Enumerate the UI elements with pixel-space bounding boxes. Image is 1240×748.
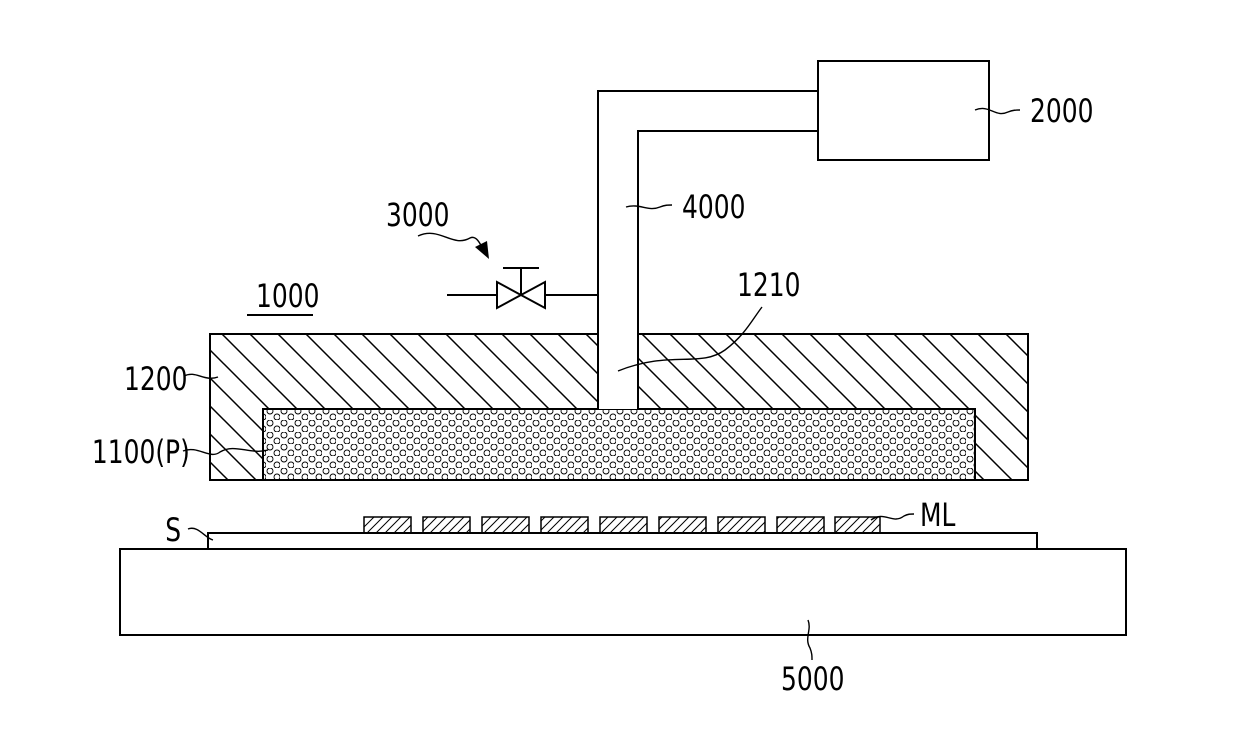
label-1200: 1200 — [124, 360, 188, 398]
mask-segment — [777, 517, 824, 533]
arrow-3000 — [418, 233, 484, 251]
label-ml: ML — [920, 496, 955, 534]
label-2000: 2000 — [1030, 92, 1094, 130]
mask-segment — [600, 517, 647, 533]
label-4000: 4000 — [682, 188, 746, 226]
arrowhead-3000 — [475, 241, 489, 259]
mask-segment — [423, 517, 470, 533]
label-1210: 1210 — [737, 266, 801, 304]
porous-member-1100-dots — [263, 409, 975, 480]
substrate-s — [208, 533, 1037, 549]
mask-layer-ml — [364, 517, 880, 533]
mask-segment — [659, 517, 706, 533]
mask-segment — [541, 517, 588, 533]
label-1000: 1000 — [256, 277, 320, 315]
source-box-2000 — [818, 61, 989, 160]
mask-segment — [718, 517, 765, 533]
label-3000: 3000 — [386, 196, 450, 234]
mask-segment — [482, 517, 529, 533]
label-5000: 5000 — [781, 660, 845, 698]
mask-segment — [364, 517, 411, 533]
mask-segment — [835, 517, 880, 533]
label-1100p: 1100(P) — [92, 433, 190, 471]
stage-5000 — [120, 549, 1126, 635]
label-s: S — [165, 511, 181, 549]
valve-3000 — [447, 268, 598, 308]
